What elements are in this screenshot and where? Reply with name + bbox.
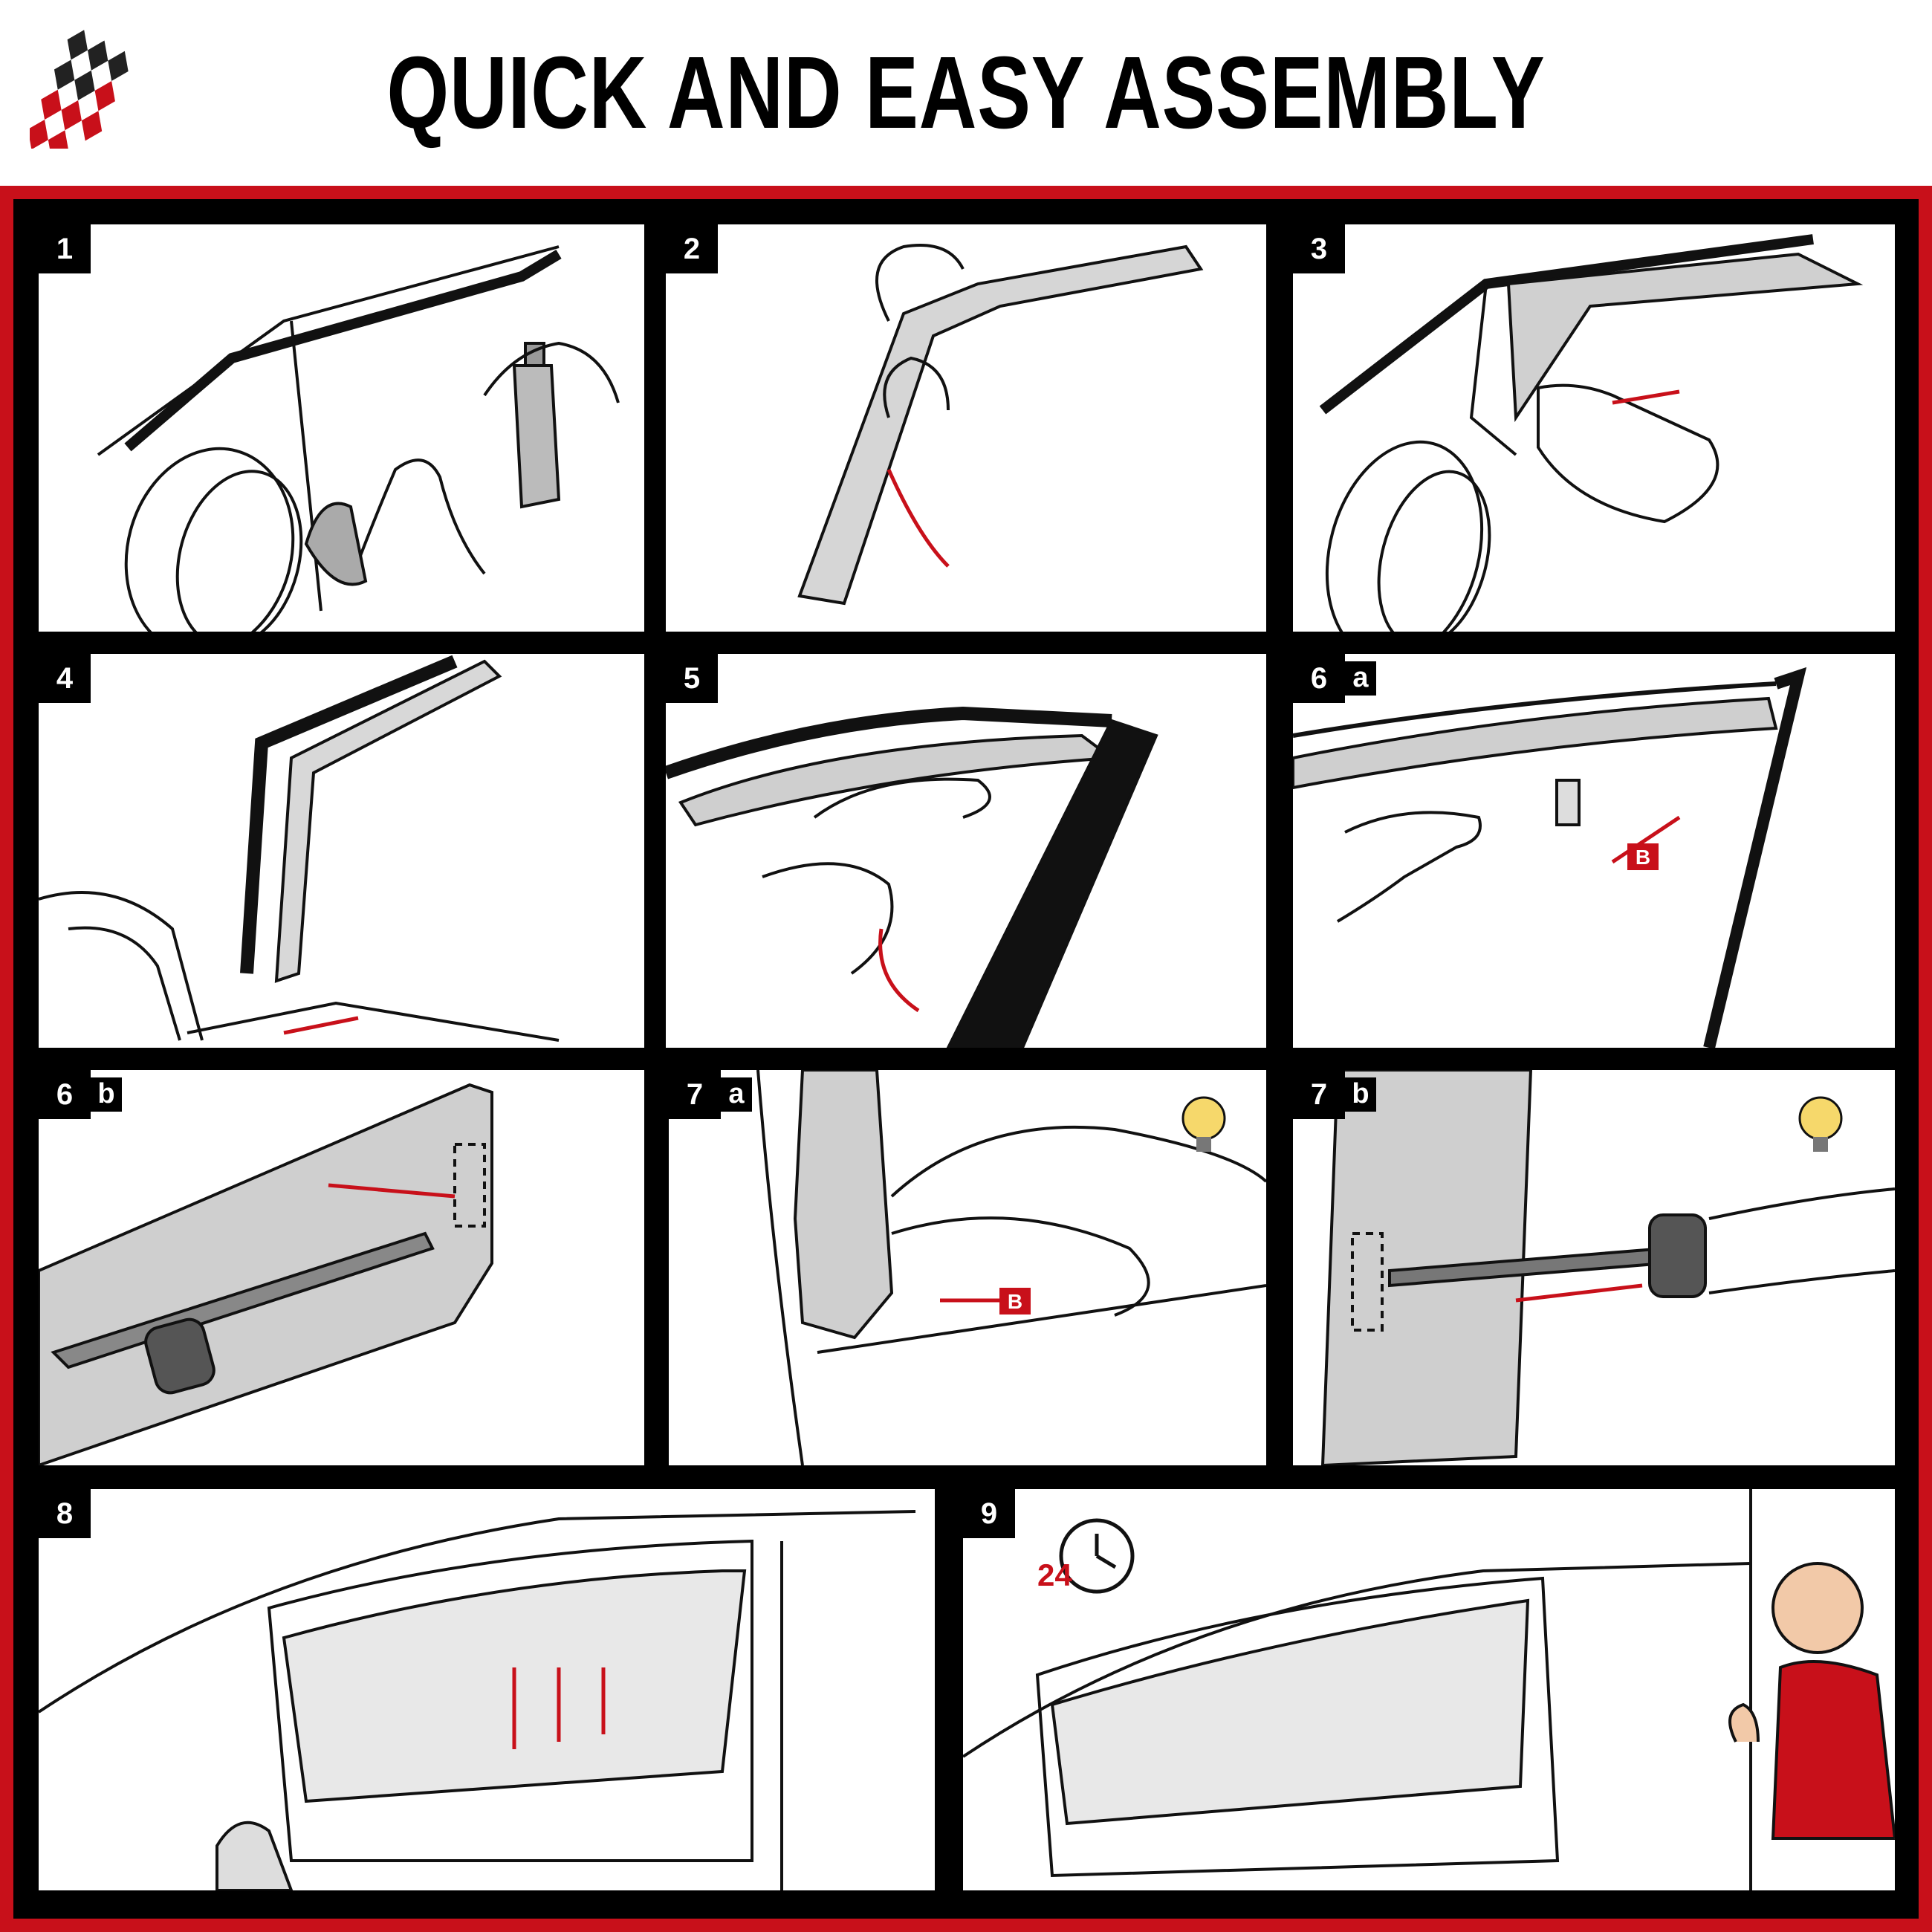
marker-label: B: [1636, 846, 1650, 869]
step-6a-panel: B 6 a: [1293, 654, 1895, 1048]
cleaning-illustration: [97, 245, 620, 632]
step-3-panel: 3: [1293, 224, 1895, 632]
page-title: QUICK AND EASY ASSEMBLY: [386, 36, 1546, 150]
step-number: 1: [39, 224, 91, 273]
step-number: 6: [1293, 654, 1345, 703]
lightbulb-icon: [1181, 1096, 1226, 1152]
step-number: 2: [666, 224, 718, 273]
step-number: 3: [1293, 224, 1345, 273]
step-number: 6: [39, 1070, 91, 1119]
step-number: 7: [669, 1070, 721, 1119]
step-6b-panel: 6 b: [39, 1070, 644, 1465]
step-number: 9: [963, 1489, 1015, 1538]
press-deflector-illustration: [666, 706, 1158, 1048]
clip-position-illustration: B: [756, 1070, 1266, 1465]
step-number: 7: [1293, 1070, 1345, 1119]
step-7a-panel: B 7 a: [669, 1070, 1266, 1465]
lightbulb-icon: [1798, 1096, 1843, 1152]
fit-deflector-illustration: [39, 655, 560, 1042]
step-sub-label: b: [1345, 1077, 1376, 1112]
screwdriver-clip-illustration: [39, 1083, 493, 1465]
finished-car-illustration: [963, 1489, 1895, 1890]
peel-tape-illustration: [797, 244, 1204, 606]
header: QUICK AND EASY ASSEMBLY: [0, 0, 1932, 186]
screwdriver-remove-illustration: [1320, 1070, 1895, 1465]
step-1-panel: 1: [39, 224, 644, 632]
step-number: 8: [39, 1489, 91, 1538]
step-7b-panel: 7 b: [1293, 1070, 1895, 1465]
step-9-panel: 9 24: [963, 1489, 1895, 1890]
step-sub-label: a: [1345, 661, 1376, 696]
clip-insert-illustration: B: [1293, 667, 1807, 1048]
step-number: 4: [39, 654, 91, 703]
clock-icon: [1059, 1518, 1135, 1594]
checkered-flag-logo: [30, 30, 129, 149]
step-4-panel: 4: [39, 654, 644, 1048]
step-sub-label: a: [721, 1077, 752, 1112]
timer-hours: 24: [1037, 1557, 1072, 1592]
step-8-panel: 8: [39, 1489, 935, 1890]
marker-label: B: [1008, 1290, 1022, 1313]
step-sub-label: b: [91, 1077, 122, 1112]
step-5-panel: 5: [666, 654, 1266, 1048]
apply-deflector-illustration: [1319, 234, 1864, 632]
step-2-panel: 2: [666, 224, 1266, 632]
window-up-illustration: [39, 1510, 916, 1890]
step-number: 5: [666, 654, 718, 703]
